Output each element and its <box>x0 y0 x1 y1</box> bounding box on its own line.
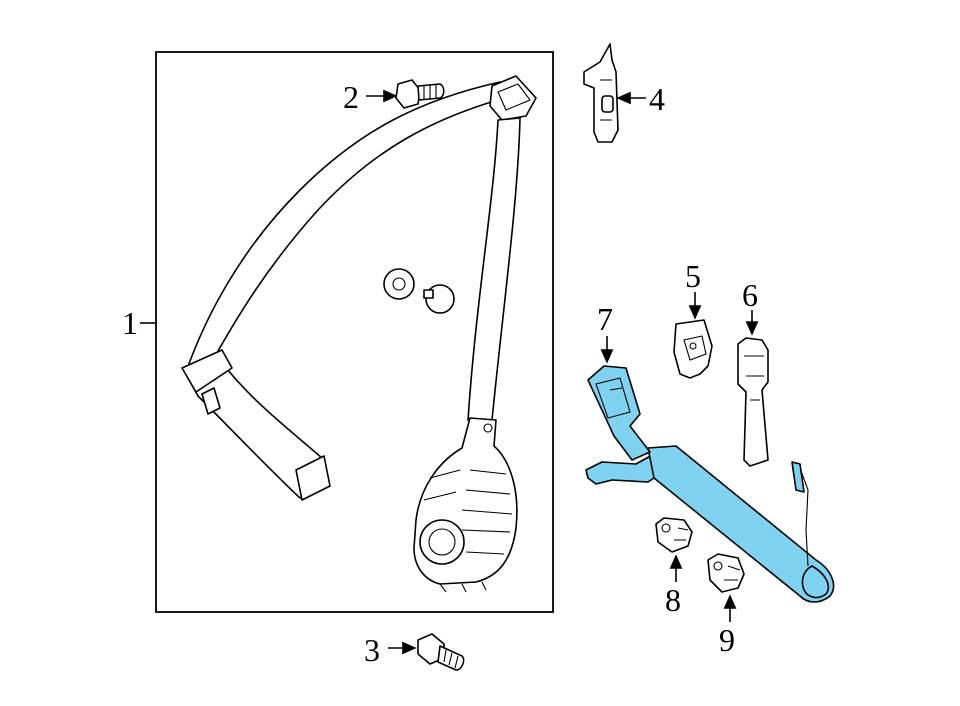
callout-2: 2 <box>343 79 359 115</box>
callout-5: 5 <box>685 258 701 294</box>
callout-7: 7 <box>597 301 613 337</box>
assembly-frame <box>155 51 554 613</box>
seat-belt-assembly <box>181 75 537 593</box>
callout-9: 9 <box>719 622 735 658</box>
cover-part-6 <box>737 337 769 467</box>
bolt-part-2 <box>395 79 445 109</box>
bolt-part-3 <box>417 633 465 671</box>
cover-part-5 <box>673 319 713 379</box>
callout-4: 4 <box>649 81 665 117</box>
callout-8: 8 <box>665 582 681 618</box>
callout-1: 1 <box>122 305 138 341</box>
callout-3: 3 <box>364 632 380 668</box>
buckle-assembly-part-7 <box>585 365 835 603</box>
bracket-part-4 <box>583 43 619 143</box>
callout-6: 6 <box>742 277 758 313</box>
clip-part-8 <box>655 517 693 553</box>
clip-part-9 <box>707 553 745 593</box>
